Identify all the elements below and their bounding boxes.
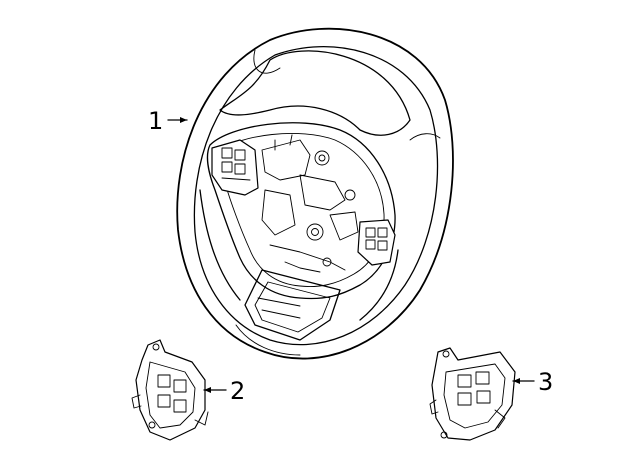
callout-number: 2 bbox=[230, 377, 245, 405]
callout-number: 1 bbox=[148, 107, 163, 135]
right-switch-assembly bbox=[429, 347, 516, 441]
callout-number: 3 bbox=[538, 368, 553, 396]
callout-2: 2 bbox=[203, 377, 245, 405]
steering-wheel bbox=[176, 27, 454, 360]
callout-3: 3 bbox=[512, 368, 553, 396]
callout-1: 1 bbox=[148, 107, 188, 135]
left-switch-assembly bbox=[131, 339, 209, 441]
